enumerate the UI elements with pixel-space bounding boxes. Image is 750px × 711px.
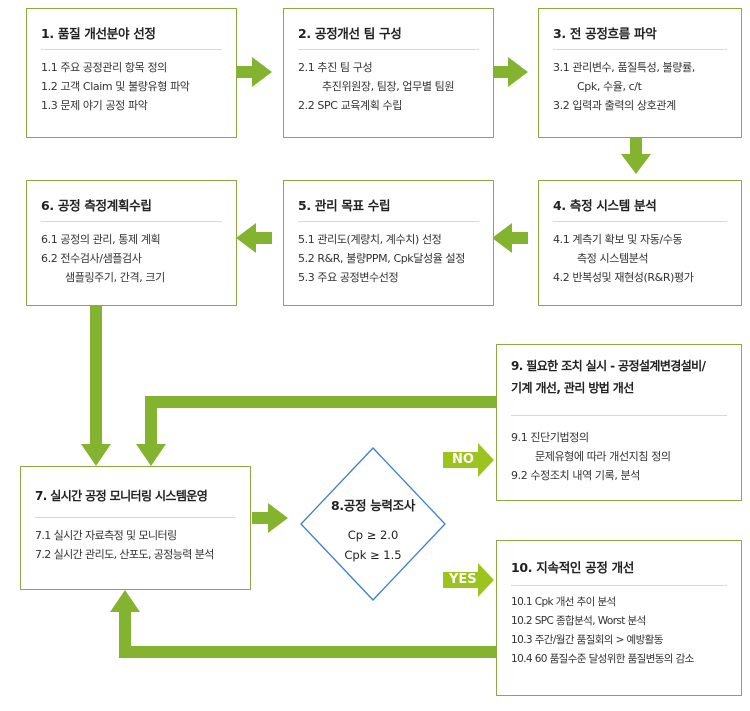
step-10-items: 10.1 Cpk 개선 추이 분석 10.2 SPC 종합분석, Worst 분… [511,593,733,669]
step-2-box: 2. 공정개선 팀 구성 2.1 추진 팀 구성 추진위원장, 팀장, 업무별 … [283,8,494,138]
yes-label: YES [449,572,477,587]
step-1-item: 1.3 문제 야기 공정 파악 [41,99,148,112]
step-5-item: 5.2 R&R, 불량PPM, Cpk달성율 설정 [298,252,465,265]
step-5-box: 5. 관리 목표 수립 5.1 관리도(계량치, 계수치) 선정 5.2 R&R… [283,180,494,306]
step-3-box: 3. 전 공정흐름 파악 3.1 관리변수, 품질특성, 불량률, Cpk, 수… [538,8,742,138]
step-3-item: 3.2 입력과 출력의 상호관계 [553,99,676,112]
step-2-item: 2.1 추진 팀 구성 [298,61,373,74]
arrow-6-to-7 [81,306,111,466]
step-10-item: 10.3 주간/월간 품질회의 > 예방활동 [511,634,663,646]
step-10-item: 10.4 60 품질수준 달성위한 품질변동의 감소 [511,653,694,665]
step-1-box: 1. 품질 개선분야 선정 1.1 주요 공정관리 항목 정의 1.2 고객 C… [26,8,237,138]
step-6-item: 6.1 공정의 관리, 통제 계획 [41,233,161,246]
step-6-box: 6. 공정 측정계획수립 6.1 공정의 관리, 통제 계획 6.2 전수검사/… [26,180,237,306]
no-label: NO [452,452,474,467]
step-4-items: 4.1 계측기 확보 및 자동/수동 측정 시스템분석 4.2 반복성및 재현성… [553,230,733,287]
step-10-item: 10.1 Cpk 개선 추이 분석 [511,596,616,608]
step-9-item: 문제유형에 따라 개선지침 정의 [535,450,671,463]
step-9-title: 9. 필요한 조치 실시 - 공정설계변경설비/ 기계 개선, 관리 방법 개선 [511,355,727,399]
step-5-divider [298,221,479,222]
step-9-divider [511,415,727,416]
step-3-divider [553,49,727,50]
step-5-item: 5.3 주요 공정변수선정 [298,271,399,284]
step-1-item: 1.2 고객 Claim 및 불량유형 파악 [41,80,190,93]
arrow-5-to-6 [236,223,272,253]
step-6-items: 6.1 공정의 관리, 통제 계획 6.2 전수검사/샘플검사 샘플링주기, 간… [41,230,228,287]
step-9-item: 9.2 수정조치 내역 기록, 분석 [511,469,640,482]
decision-content: 8.공정 능력조사 Cp ≥ 2.0 Cpk ≥ 1.5 [318,495,428,565]
step-2-item: 추진위원장, 팀장, 업무별 팀원 [322,80,455,93]
step-7-title: 7. 실시간 공정 모니터링 시스템운영 [35,489,208,503]
arrow-7-to-8 [252,503,288,533]
arrow-3-to-4 [621,138,651,174]
decision-title: 8.공정 능력조사 [330,498,416,513]
step-4-title: 4. 측정 시스템 분석 [553,198,657,213]
arrow-1-to-2 [236,57,272,87]
step-6-item: 6.2 전수검사/샘플검사 [41,252,142,265]
decision-diamond [300,447,446,601]
step-10-divider [511,585,727,586]
arrow-10-to-7 [110,590,496,658]
step-3-items: 3.1 관리변수, 품질특성, 불량률, Cpk, 수율, c/t 3.2 입력… [553,58,733,115]
step-7-item: 7.1 실시간 자료측정 및 모니터링 [35,529,177,542]
step-1-items: 1.1 주요 공정관리 항목 정의 1.2 고객 Claim 및 불량유형 파악… [41,58,228,115]
step-7-items: 7.1 실시간 자료측정 및 모니터링 7.2 실시간 관리도, 산포도, 공정… [35,526,242,564]
yes-arrow [443,563,494,597]
step-9-items: 9.1 진단기법정의 문제유형에 따라 개선지침 정의 9.2 수정조치 내역 … [511,428,733,485]
step-6-divider [41,221,222,222]
step-7-item: 7.2 실시간 관리도, 산포도, 공정능력 분석 [35,548,214,561]
step-5-item: 5.1 관리도(계량치, 계수치) 선정 [298,233,442,246]
step-10-box: 10. 지속적인 공정 개선 10.1 Cpk 개선 추이 분석 10.2 SP… [496,540,742,696]
step-10-title: 10. 지속적인 공정 개선 [511,560,634,575]
step-10-item: 10.2 SPC 종합분석, Worst 분석 [511,615,646,627]
decision-cp: Cp ≥ 2.0 [347,528,399,542]
step-2-item: 2.2 SPC 교육계획 수립 [298,99,402,112]
step-9-title-line1: 9. 필요한 조치 실시 - 공정설계변경설비/ [511,359,706,373]
step-1-item: 1.1 주요 공정관리 항목 정의 [41,61,167,74]
arrow-2-to-3 [492,57,528,87]
step-4-divider [553,221,727,222]
step-6-title: 6. 공정 측정계획수립 [41,198,152,213]
step-2-items: 2.1 추진 팀 구성 추진위원장, 팀장, 업무별 팀원 2.2 SPC 교육… [298,58,485,115]
step-9-title-line2: 기계 개선, 관리 방법 개선 [511,381,634,395]
step-1-title: 1. 품질 개선분야 선정 [41,26,156,41]
step-3-title: 3. 전 공정흐름 파악 [553,26,657,41]
step-6-item: 샘플링주기, 간격, 크기 [65,271,165,284]
step-5-items: 5.1 관리도(계량치, 계수치) 선정 5.2 R&R, 불량PPM, Cpk… [298,230,485,287]
step-2-divider [298,49,479,50]
step-1-divider [41,49,222,50]
no-arrow [443,443,494,477]
step-4-box: 4. 측정 시스템 분석 4.1 계측기 확보 및 자동/수동 측정 시스템분석… [538,180,742,306]
step-3-item: Cpk, 수율, c/t [577,80,642,93]
decision-cpk: Cpk ≥ 1.5 [344,548,402,562]
step-7-box: 7. 실시간 공정 모니터링 시스템운영 7.1 실시간 자료측정 및 모니터링… [20,466,251,590]
arrow-4-to-5 [492,223,528,253]
step-3-item: 3.1 관리변수, 품질특성, 불량률, [553,61,695,74]
step-9-item: 9.1 진단기법정의 [511,431,589,444]
arrow-9-to-7 [136,396,496,466]
step-4-item: 4.2 반복성및 재현성(R&R)평가 [553,271,694,284]
step-4-item: 4.1 계측기 확보 및 자동/수동 [553,233,683,246]
step-7-divider [35,517,236,518]
step-9-box: 9. 필요한 조치 실시 - 공정설계변경설비/ 기계 개선, 관리 방법 개선… [496,344,742,501]
step-2-title: 2. 공정개선 팀 구성 [298,26,402,41]
step-5-title: 5. 관리 목표 수립 [298,198,391,213]
step-4-item: 측정 시스템분석 [577,252,649,265]
